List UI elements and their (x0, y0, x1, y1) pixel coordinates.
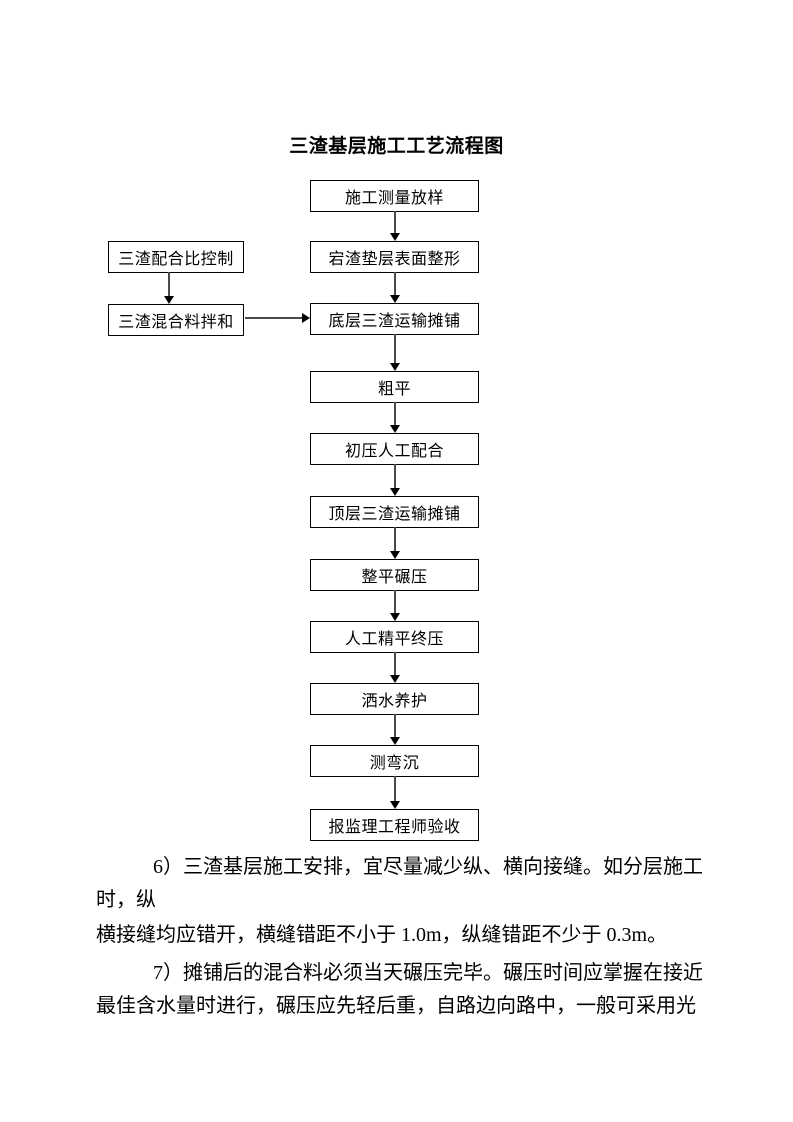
flow-node-9: 洒水养护 (310, 683, 479, 715)
arrow-down-icon (390, 402, 400, 433)
arrow-down-icon (390, 272, 400, 303)
flow-node-3: 底层三渣运输摊铺 (310, 303, 479, 335)
side-node-2: 三渣混合料拌和 (108, 304, 244, 336)
arrow-down-icon (390, 527, 400, 559)
flow-node-4: 粗平 (310, 371, 479, 403)
arrow-down-icon (164, 272, 174, 304)
paragraph-line: 时，纵 (96, 889, 156, 911)
paragraph-line: 横接缝均应错开，横缝错距不小于 1.0m，纵缝错距不少于 0.3m。 (96, 924, 668, 946)
flow-node-2: 宕渣垫层表面整形 (310, 241, 479, 273)
paragraph-line: 6）三渣基层施工安排，宜尽量减少纵、横向接缝。如分层施工 (153, 856, 703, 878)
flow-node-6: 顶层三渣运输摊铺 (310, 496, 479, 528)
paragraph-line: 7）摊铺后的混合料必须当天碾压完毕。碾压时间应掌握在接近 (153, 962, 703, 984)
flow-node-10: 测弯沉 (310, 745, 479, 777)
arrow-down-icon (390, 714, 400, 745)
arrow-down-icon (390, 464, 400, 496)
flow-node-5: 初压人工配合 (310, 433, 479, 465)
flow-node-8: 人工精平终压 (310, 621, 479, 653)
flow-node-11: 报监理工程师验收 (310, 809, 479, 841)
arrow-down-icon (390, 334, 400, 371)
flowchart-title: 三渣基层施工工艺流程图 (289, 136, 504, 157)
arrow-down-icon (390, 652, 400, 683)
side-node-1: 三渣配合比控制 (108, 241, 244, 273)
flow-node-7: 整平碾压 (310, 559, 479, 591)
arrow-right-icon (245, 313, 310, 323)
paragraph-line: 最佳含水量时进行，碾压应先轻后重，自路边向路中，一般可采用光 (96, 995, 696, 1017)
arrow-down-icon (390, 590, 400, 621)
arrow-down-icon (390, 211, 400, 241)
arrow-down-icon (390, 776, 400, 809)
flow-node-1: 施工测量放样 (310, 180, 479, 212)
